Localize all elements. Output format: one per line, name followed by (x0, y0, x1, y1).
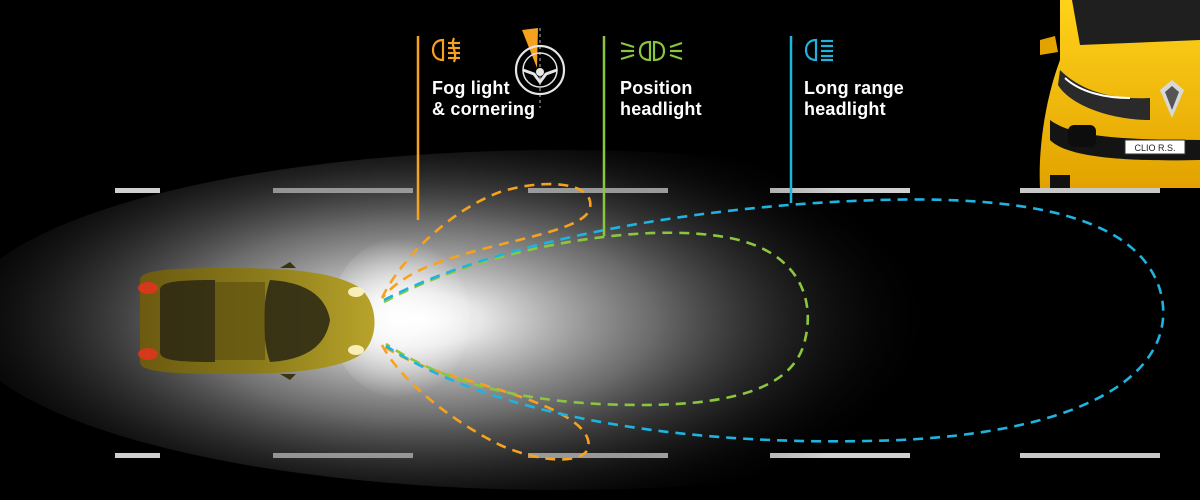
fog-light-label: Fog light & cornering (432, 78, 535, 120)
car-top-view (138, 262, 375, 380)
fog-beam-upper (380, 182, 592, 299)
position-label-line1: Position (620, 78, 693, 98)
steering-wheel-icon (514, 28, 566, 108)
road-mark (115, 453, 160, 458)
car-front-view: CLIO R.S. (1039, 0, 1200, 188)
position-light-icon (620, 40, 683, 62)
position-label-line2: headlight (620, 99, 702, 119)
fog-label-line2: & cornering (432, 99, 536, 119)
car-badge: CLIO R.S. (1134, 143, 1175, 153)
fog-light-icon (431, 37, 460, 63)
fog-label-line1: Fog light (432, 78, 510, 98)
long-range-headlight-label: Long range headlight (804, 78, 904, 120)
position-headlight-label: Position headlight (620, 78, 702, 120)
long-range-headlight-beam (383, 198, 1165, 443)
long-range-label-line2: headlight (804, 99, 886, 119)
light-beam-glow (0, 150, 1160, 490)
road-mark (1020, 188, 1160, 193)
road-mark (115, 188, 160, 193)
road-mark (1020, 453, 1160, 458)
high-beam-icon (804, 38, 833, 62)
long-range-label-line1: Long range (804, 78, 904, 98)
position-headlight-beam (383, 231, 810, 407)
